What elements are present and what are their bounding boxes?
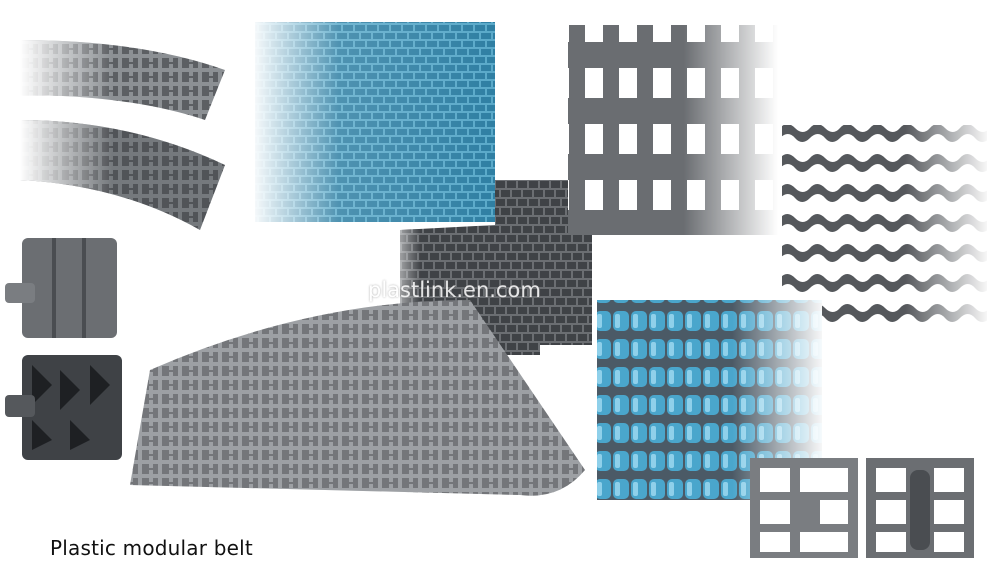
open-grid-link-right <box>866 458 974 558</box>
blue-brick-belt <box>255 22 495 222</box>
curved-belt-top <box>20 40 225 120</box>
watermark-text: plastlink.en.com <box>368 278 541 302</box>
side-flexing-link-top <box>5 238 117 338</box>
window-grid-belt <box>568 25 778 235</box>
caption-text: Plastic modular belt <box>50 536 253 560</box>
open-grid-link-left <box>750 458 858 558</box>
large-curved-belt <box>130 300 585 496</box>
curved-belt-bottom <box>20 120 225 230</box>
zigzag-belt <box>782 125 987 330</box>
side-flexing-link-bottom <box>5 355 122 460</box>
